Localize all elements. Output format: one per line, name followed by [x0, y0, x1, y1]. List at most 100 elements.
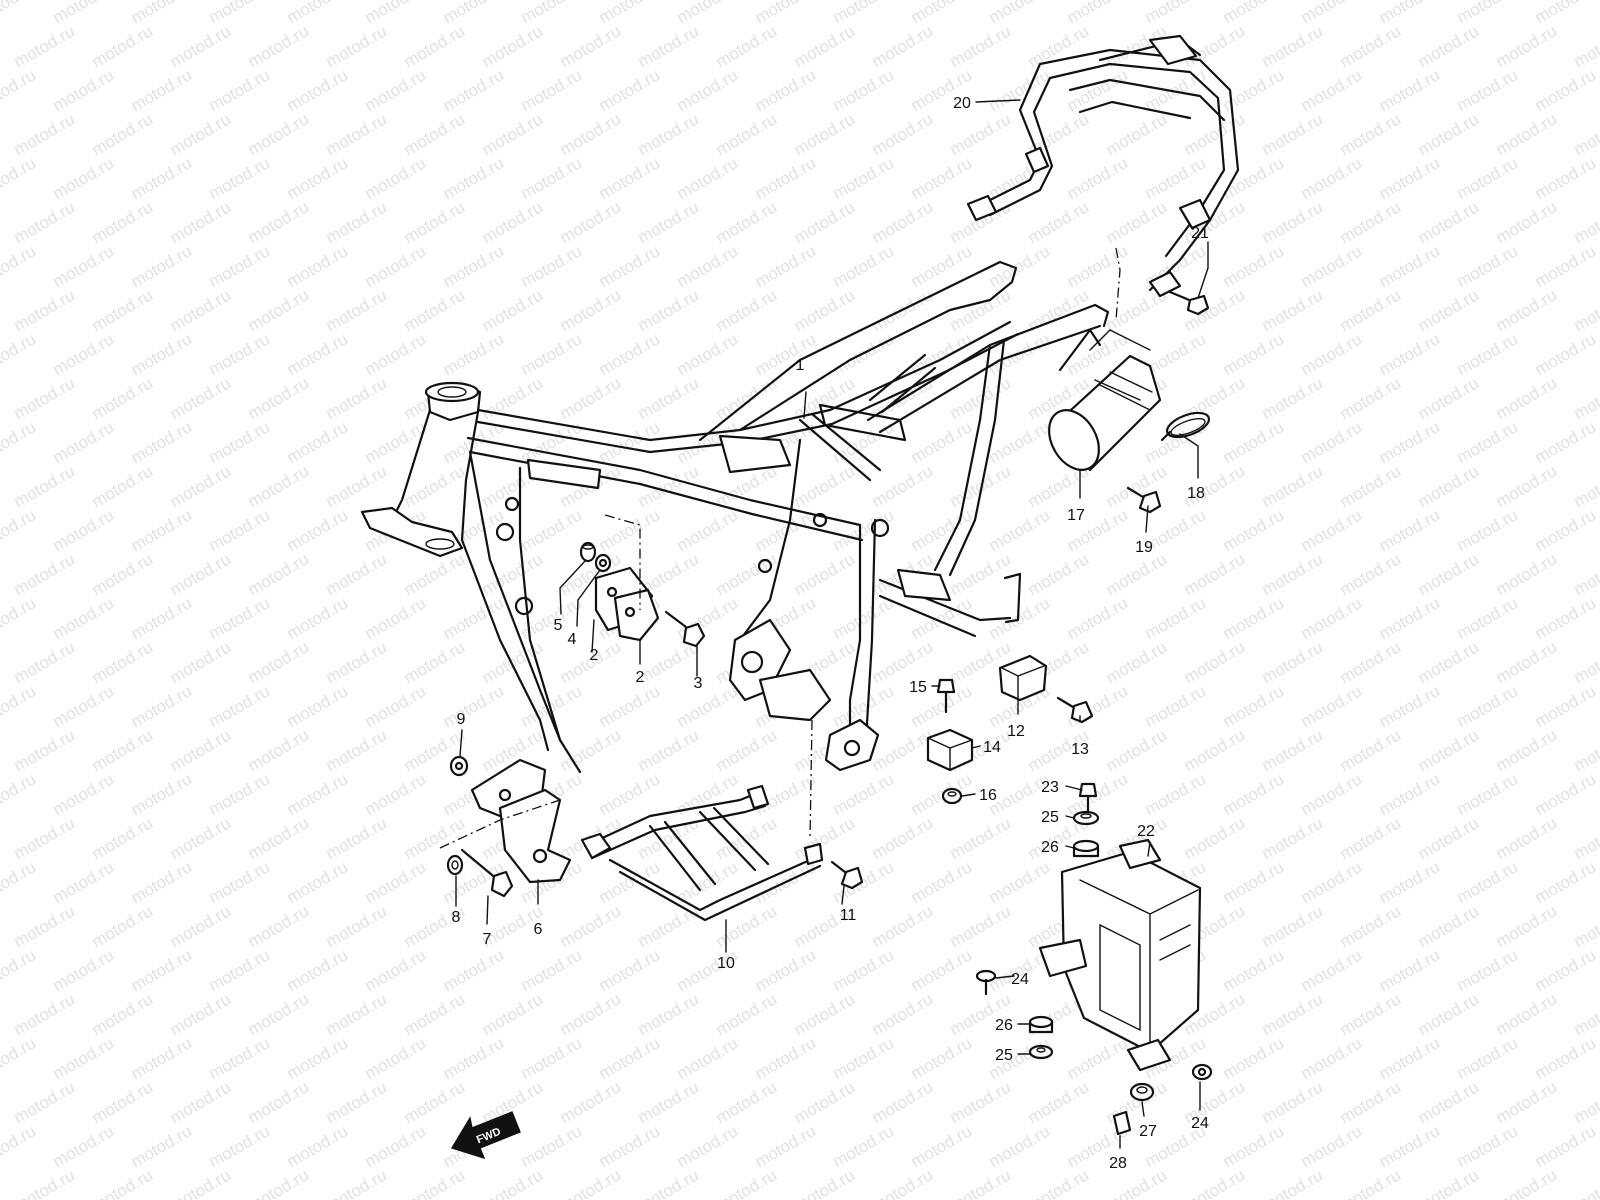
watermark-text: motod.ru: [1493, 461, 1561, 511]
watermark-text: motod.ru: [518, 153, 586, 203]
watermark-text: motod.ru: [206, 65, 274, 115]
watermark-text: motod.ru: [1376, 857, 1444, 907]
watermark-text: motod.ru: [245, 813, 313, 863]
watermark-text: motod.ru: [128, 505, 196, 555]
watermark-text: motod.ru: [1454, 857, 1522, 907]
watermark-text: motod.ru: [206, 241, 274, 291]
watermark-text: motod.ru: [1337, 813, 1405, 863]
watermark-text: motod.ru: [1220, 857, 1288, 907]
watermark-text: motod.ru: [1493, 637, 1561, 687]
watermark-text: motod.ru: [791, 285, 859, 335]
watermark-text: motod.ru: [284, 153, 352, 203]
watermark-text: motod.ru: [947, 813, 1015, 863]
watermark-text: motod.ru: [635, 461, 703, 511]
rubber-cushion-12: [998, 654, 1048, 702]
watermark-text: motod.ru: [713, 109, 781, 159]
watermark-text: motod.ru: [1532, 0, 1600, 27]
watermark-text: motod.ru: [1220, 153, 1288, 203]
watermark-text: motod.ru: [1532, 241, 1600, 291]
watermark-text: motod.ru: [1454, 505, 1522, 555]
watermark-text: motod.ru: [479, 21, 547, 71]
watermark-text: motod.ru: [1259, 197, 1327, 247]
watermark-text: motod.ru: [11, 637, 79, 687]
part-label-24a: 24: [1011, 971, 1029, 988]
watermark-text: motod.ru: [1532, 769, 1600, 819]
watermark-text: motod.ru: [986, 417, 1054, 467]
watermark-text: motod.ru: [0, 241, 39, 291]
front-engine-bracket: [439, 758, 572, 884]
watermark-text: motod.ru: [89, 109, 157, 159]
watermark-text: motod.ru: [713, 813, 781, 863]
watermark-text: motod.ru: [1571, 109, 1600, 159]
watermark-text: motod.ru: [50, 681, 118, 731]
watermark-text: motod.ru: [362, 65, 430, 115]
watermark-text: motod.ru: [245, 21, 313, 71]
watermark-text: motod.ru: [1376, 65, 1444, 115]
watermark-text: motod.ru: [323, 725, 391, 775]
part-label-28: 28: [1109, 1155, 1127, 1172]
watermark-text: motod.ru: [1103, 109, 1171, 159]
watermark-text: motod.ru: [50, 153, 118, 203]
watermark-text: motod.ru: [1337, 989, 1405, 1039]
watermark-text: motod.ru: [752, 1033, 820, 1083]
part-number-labels: 1 2 2 3 4 5 6 7 8 9 10 11 12 13 14 15 16…: [452, 95, 1209, 1172]
watermark-text: motod.ru: [1142, 65, 1210, 115]
part-label-26a: 26: [1041, 839, 1059, 856]
watermark-text: motod.ru: [1298, 593, 1366, 643]
watermark-text: motod.ru: [1337, 285, 1405, 335]
watermark-text: motod.ru: [1415, 813, 1483, 863]
watermark-text: motod.ru: [557, 21, 625, 71]
watermark-text: motod.ru: [869, 901, 937, 951]
part-label-7: 7: [483, 931, 492, 948]
watermark-text: motod.ru: [1571, 725, 1600, 775]
nut-9: [449, 755, 469, 777]
watermark-text: motod.ru: [128, 329, 196, 379]
watermark-text: motod.ru: [1376, 153, 1444, 203]
rear-carrier-20: [966, 34, 1240, 321]
watermark-text: motod.ru: [89, 373, 157, 423]
watermark-text: motod.ru: [1259, 901, 1327, 951]
part-label-22: 22: [1137, 823, 1155, 840]
watermark-text: motod.ru: [1220, 1121, 1288, 1171]
watermark-text: motod.ru: [323, 901, 391, 951]
watermark-text: motod.ru: [830, 1121, 898, 1171]
watermark-text: motod.ru: [362, 769, 430, 819]
watermark-text: motod.ru: [1493, 373, 1561, 423]
watermark-text: motod.ru: [245, 373, 313, 423]
watermark-text: motod.ru: [1142, 593, 1210, 643]
watermark-text: motod.ru: [752, 945, 820, 995]
watermark-text: motod.ru: [479, 1165, 547, 1200]
watermark-text: motod.ru: [1376, 681, 1444, 731]
watermark-text: motod.ru: [89, 1165, 157, 1200]
watermark-text: motod.ru: [908, 769, 976, 819]
watermark-text: motod.ru: [284, 681, 352, 731]
watermark-text: motod.ru: [362, 1121, 430, 1171]
watermark-text: motod.ru: [11, 461, 79, 511]
watermark-text: motod.ru: [674, 681, 742, 731]
watermark-text: motod.ru: [362, 593, 430, 643]
watermark-text: motod.ru: [362, 1033, 430, 1083]
part-label-14: 14: [983, 739, 1001, 756]
watermark-text: motod.ru: [89, 1077, 157, 1127]
watermark-text: motod.ru: [284, 1121, 352, 1171]
watermark-text: motod.ru: [128, 417, 196, 467]
watermark-text: motod.ru: [1532, 153, 1600, 203]
watermark-text: motod.ru: [0, 769, 39, 819]
watermark-text: motod.ru: [11, 285, 79, 335]
watermark-text: motod.ru: [1259, 373, 1327, 423]
part-label-15: 15: [909, 679, 927, 696]
watermark-text: motod.ru: [635, 1165, 703, 1200]
watermark-text: motod.ru: [1181, 1165, 1249, 1200]
watermark-text: motod.ru: [0, 153, 39, 203]
part-label-24b: 24: [1191, 1115, 1209, 1132]
watermark-text: motod.ru: [1415, 1077, 1483, 1127]
watermark-text: motod.ru: [1181, 725, 1249, 775]
watermark-text: motod.ru: [1493, 1077, 1561, 1127]
watermark-text: motod.ru: [830, 945, 898, 995]
watermark-text: motod.ru: [1259, 109, 1327, 159]
watermark-text: motod.ru: [0, 681, 39, 731]
watermark-text: motod.ru: [947, 285, 1015, 335]
part-label-19: 19: [1135, 539, 1153, 556]
watermark-text: motod.ru: [518, 0, 586, 27]
washer-8: [446, 854, 464, 876]
